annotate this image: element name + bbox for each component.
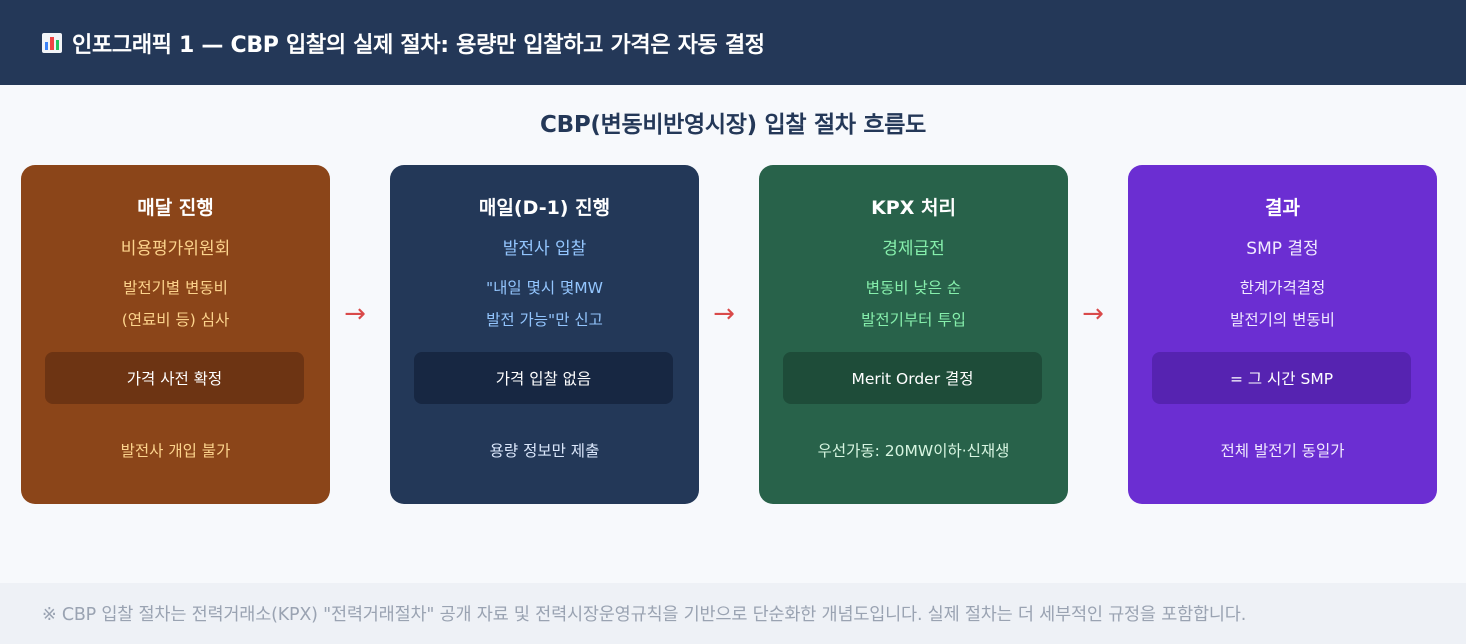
header-bar: 인포그래픽 1 — CBP 입찰의 실제 절차: 용량만 입찰하고 가격은 자동…: [0, 0, 1466, 85]
step-card-daily: 매일(D-1) 진행 발전사 입찰 "내일 몇시 몇MW 발전 가능"만 신고 …: [390, 165, 699, 504]
step-title: 매달 진행: [137, 197, 214, 219]
step-text-line2: 발전 가능"만 신고: [486, 311, 603, 329]
step-subtitle: 비용평가위원회: [120, 239, 231, 259]
step-text-line1: "내일 몇시 몇MW: [486, 279, 603, 297]
step-footer: 우선가동: 20MW이하·신재생: [817, 442, 1010, 460]
step-footer: 전체 발전기 동일가: [1220, 442, 1345, 460]
source-note: ※ CBP 입찰 절차는 전력거래소(KPX) "전력거래절차" 공개 자료 및…: [0, 583, 1466, 644]
step-footer: 발전사 개입 불가: [120, 442, 231, 460]
step-card-result: 결과 SMP 결정 한계가격결정 발전기의 변동비 = 그 시간 SMP 전체 …: [1128, 165, 1437, 504]
step-card-monthly: 매달 진행 비용평가위원회 발전기별 변동비 (연료비 등) 심사 가격 사전 …: [21, 165, 330, 504]
source-note-text: ※ CBP 입찰 절차는 전력거래소(KPX) "전력거래절차" 공개 자료 및…: [42, 605, 1247, 625]
step-highlight-box: 가격 입찰 없음: [414, 352, 673, 404]
step-text-line1: 변동비 낮은 순: [865, 279, 962, 297]
step-text-line2: 발전기부터 투입: [861, 311, 966, 329]
diagram-panel: CBP(변동비반영시장) 입찰 절차 흐름도 매달 진행 비용평가위원회 발전기…: [0, 85, 1466, 583]
step-subtitle: 경제급전: [882, 239, 945, 259]
step-title: KPX 처리: [871, 197, 956, 219]
step-text-line2: 발전기의 변동비: [1230, 311, 1335, 329]
step-highlight-box: = 그 시간 SMP: [1152, 352, 1411, 404]
diagram-title: CBP(변동비반영시장) 입찰 절차 흐름도: [540, 112, 926, 138]
step-highlight-box: 가격 사전 확정: [45, 352, 304, 404]
bar-chart-icon: [42, 32, 62, 53]
step-card-kpx: KPX 처리 경제급전 변동비 낮은 순 발전기부터 투입 Merit Orde…: [759, 165, 1068, 504]
step-text-line1: 한계가격결정: [1239, 279, 1326, 297]
step-footer: 용량 정보만 제출: [489, 442, 600, 460]
step-subtitle: SMP 결정: [1246, 239, 1319, 259]
step-highlight-box: Merit Order 결정: [783, 352, 1042, 404]
flow-arrow-3: →: [1082, 299, 1104, 329]
step-title: 결과: [1265, 197, 1300, 219]
flow-arrow-1: →: [344, 299, 366, 329]
step-text-line2: (연료비 등) 심사: [121, 311, 230, 329]
page-title: 인포그래픽 1 — CBP 입찰의 실제 절차: 용량만 입찰하고 가격은 자동…: [72, 32, 765, 58]
step-text-line1: 발전기별 변동비: [123, 279, 228, 297]
step-title: 매일(D-1) 진행: [478, 197, 611, 219]
step-subtitle: 발전사 입찰: [502, 239, 587, 259]
flow-arrow-2: →: [713, 299, 735, 329]
